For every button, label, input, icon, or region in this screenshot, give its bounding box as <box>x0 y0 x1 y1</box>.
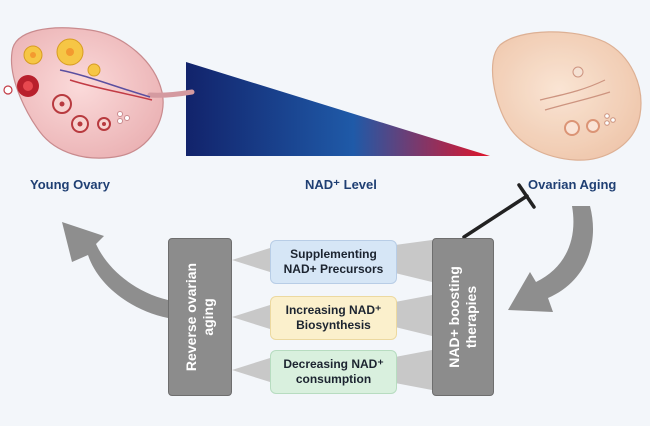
box1-line1: Supplementing <box>290 247 377 261</box>
reverse-aging-line2: aging <box>200 298 216 336</box>
nad-level-gradient-triangle <box>186 62 490 156</box>
nad-therapies-box: NAD+ boosting therapies <box>432 238 494 396</box>
inhibition-arrow <box>462 183 536 239</box>
nad-level-label: NAD⁺ Level <box>305 177 377 192</box>
box3-line1: Decreasing NAD⁺ <box>283 357 384 371</box>
young-ovary-label: Young Ovary <box>30 177 110 192</box>
aged-ovary-illustration <box>491 31 642 161</box>
box-increasing-biosynthesis: Increasing NAD⁺ Biosynthesis <box>270 296 397 340</box>
box-supplementing-precursors: Supplementing NAD+ Precursors <box>270 240 397 284</box>
box2-line2: Biosynthesis <box>296 318 371 332</box>
reverse-aging-line1: Reverse ovarian <box>183 262 199 372</box>
curved-arrow-right <box>508 206 594 312</box>
ovarian-aging-label: Ovarian Aging <box>528 177 617 192</box>
box1-line2: NAD+ Precursors <box>283 262 384 276</box>
young-ovary-illustration <box>3 27 195 159</box>
box-decreasing-consumption: Decreasing NAD⁺ consumption <box>270 350 397 394</box>
box2-line1: Increasing NAD⁺ <box>285 303 382 317</box>
curved-arrow-left <box>62 222 168 318</box>
connector-wedges <box>232 240 432 390</box>
therapies-line2: therapies <box>463 285 479 349</box>
therapies-line1: NAD+ boosting <box>446 266 462 368</box>
box3-line2: consumption <box>295 372 372 386</box>
reverse-aging-box: Reverse ovarian aging <box>168 238 232 396</box>
